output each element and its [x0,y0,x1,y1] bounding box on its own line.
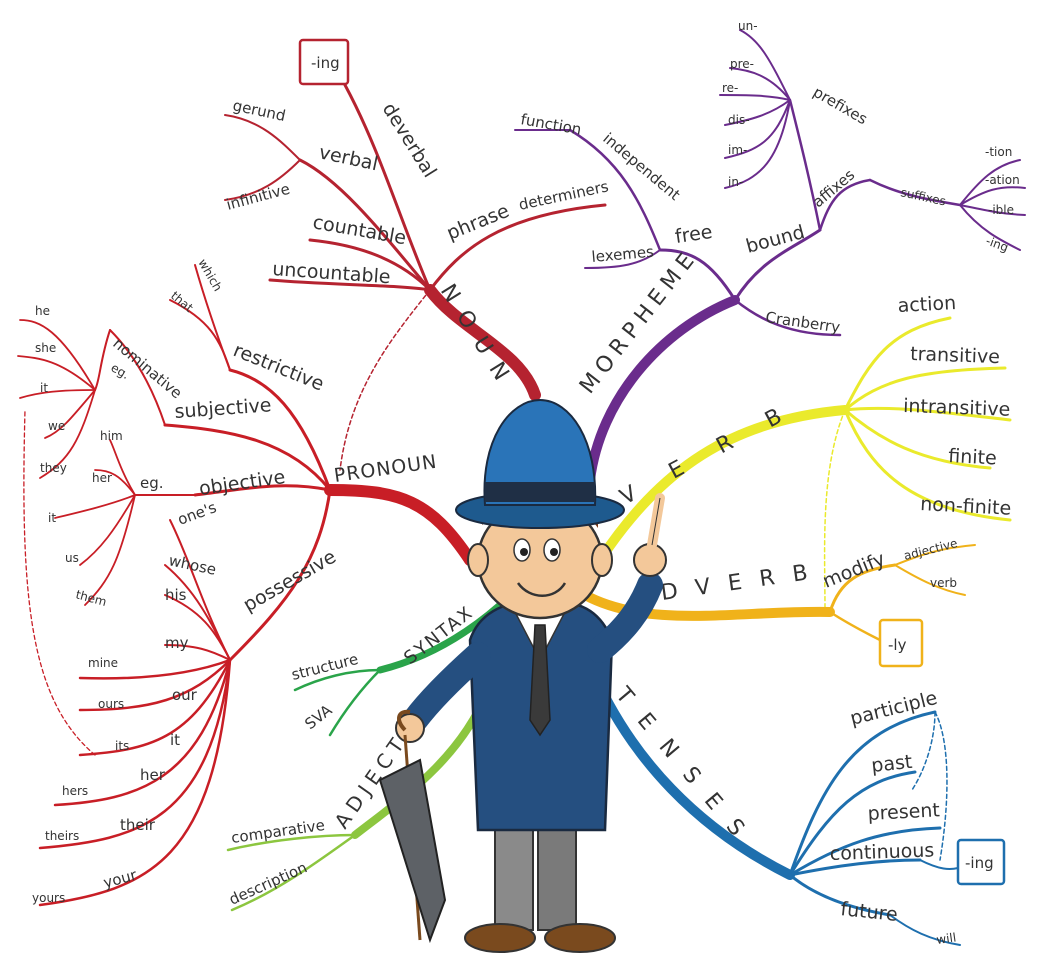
morpheme-lexemes: lexemes [591,243,655,266]
objective-item: us [65,551,79,565]
noun-verbal: verbal [317,141,380,175]
adverb-ly-box [878,618,924,668]
objective-item: him [100,429,123,443]
verb-item: transitive [910,343,1001,368]
pronoun-that: that [168,289,196,316]
possessive-pair: theirs [45,829,79,843]
possessive-pair: yours [32,891,65,905]
pronoun-subjective: subjective [174,394,272,423]
tenses-title: TENSES [610,682,762,856]
subjective-item: they [40,461,67,475]
possessive-item: their [120,816,156,834]
possessive-item: our [172,686,198,704]
possessive-item: your [101,866,139,892]
noun-uncountable: uncountable [272,258,392,288]
adverb-ly-label: -ly [888,636,907,654]
possessive-item: her [140,766,166,784]
morpheme-prefixes: prefixes [810,83,871,128]
adverb-title: DVERB [659,558,827,606]
noun-gerund: gerund [231,96,287,125]
objective-item: her [92,471,112,485]
morpheme-free: free [674,221,714,248]
pronoun-branch [17,264,476,907]
adjective-comparative: comparative [230,816,326,847]
adverb-branch [580,544,976,642]
possessive-pair: hers [62,784,88,798]
objective-item: it [48,511,56,525]
possessive-item: his [165,586,187,604]
verb-item: non-finite [920,493,1012,520]
tenses-continuous: continuous [829,839,934,865]
possessive-pair: ours [98,697,124,711]
subjective-item: she [35,341,56,355]
suffix-item: -ible [988,203,1014,217]
prefix-item: im- [728,143,747,157]
tenses-will: will [935,930,957,947]
possessive-item: one's [175,498,219,529]
adverb-verb: verb [930,576,957,590]
noun-infinitive: infinitive [224,180,291,214]
noun-ing-box [298,38,350,86]
teacher-illustration [378,398,667,953]
verb-title: VERB [616,385,821,510]
possessive-item: my [165,634,189,652]
verb-item: intransitive [903,395,1011,421]
verb-branch [595,316,1012,611]
possessive-item: it [170,731,180,749]
tenses-ing-box [956,838,1006,886]
prefix-item: dis- [728,113,750,127]
pronoun-possessive: possessive [240,546,340,617]
morpheme-suffixes: suffixes [899,185,947,208]
subjective-item: he [35,304,50,318]
morpheme-independent: independent [599,129,683,204]
objective-item: them [74,587,108,609]
suffix-item: -tion [985,145,1012,159]
possessive-pair: its [115,739,129,753]
adjective-description: description [226,858,310,908]
morpheme-bound: bound [744,221,807,258]
tenses-present: present [867,799,940,825]
prefix-item: in- [728,175,743,189]
syntax-sva: SVA [301,701,336,734]
pronoun-eg2: eg. [140,474,164,492]
morpheme-function: function [519,110,582,138]
noun-title: NOUN [435,280,521,397]
adverb-adjective: adjective [902,536,959,563]
tenses-ing-label: -ing [965,854,994,872]
pronoun-which: which [195,257,225,294]
subjective-item: it [40,381,48,395]
noun-deverbal: deverbal [378,99,441,181]
pronoun-restrictive: restrictive [230,339,327,395]
noun-ing-label: -ing [311,54,340,72]
prefix-item: un- [738,19,758,33]
verb-item: finite [948,445,998,470]
morpheme-branch [514,29,1026,485]
pronoun-title: PRONOUN [333,451,439,487]
noun-branch [224,83,607,471]
prefix-item: pre- [730,57,754,71]
verb-item: action [897,292,957,317]
noun-determiners: determiners [517,177,610,214]
pronoun-objective: objective [198,466,287,500]
suffix-item: -ation [985,173,1020,187]
adverb-modify: modify [820,548,889,593]
noun-countable: countable [311,211,408,249]
tenses-future: future [839,898,898,926]
prefix-item: re- [722,81,738,95]
possessive-pair: mine [88,656,118,670]
morpheme-affixes: affixes [809,166,858,212]
tenses-participle: participle [848,687,940,730]
noun-phrase: phrase [444,200,513,245]
subjective-item: we [48,419,65,433]
suffix-item: -ing [984,234,1010,255]
tenses-past: past [870,751,913,777]
